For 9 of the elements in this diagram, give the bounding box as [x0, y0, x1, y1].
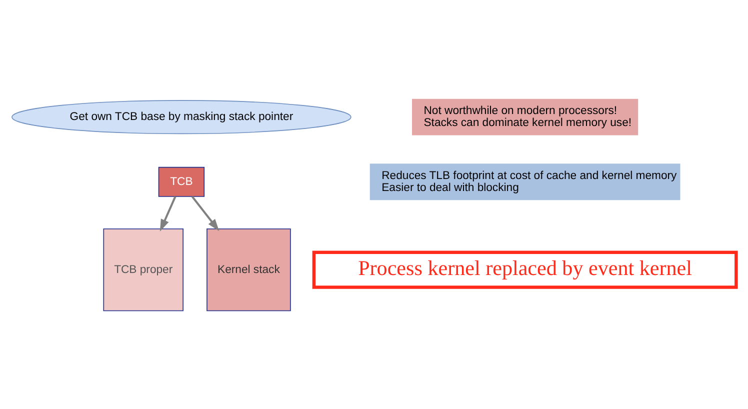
node-box: TCB — [158, 166, 205, 196]
node-box: Kernel stack — [206, 228, 291, 311]
node-box: TCB proper — [103, 228, 184, 311]
node-box: Process kernel replaced by event kernel — [312, 250, 738, 288]
node-box: Not worthwhile on modern processors! Stacks can dominate kernel memory use! — [412, 98, 638, 135]
arrow — [191, 195, 220, 231]
node-box: Reduces TLB footprint at cost of cache and kernel memory Easier to deal with blocking — [370, 163, 680, 200]
node-ellipse: Get own TCB base by masking stack pointer — [12, 100, 352, 134]
arrow — [160, 196, 176, 232]
